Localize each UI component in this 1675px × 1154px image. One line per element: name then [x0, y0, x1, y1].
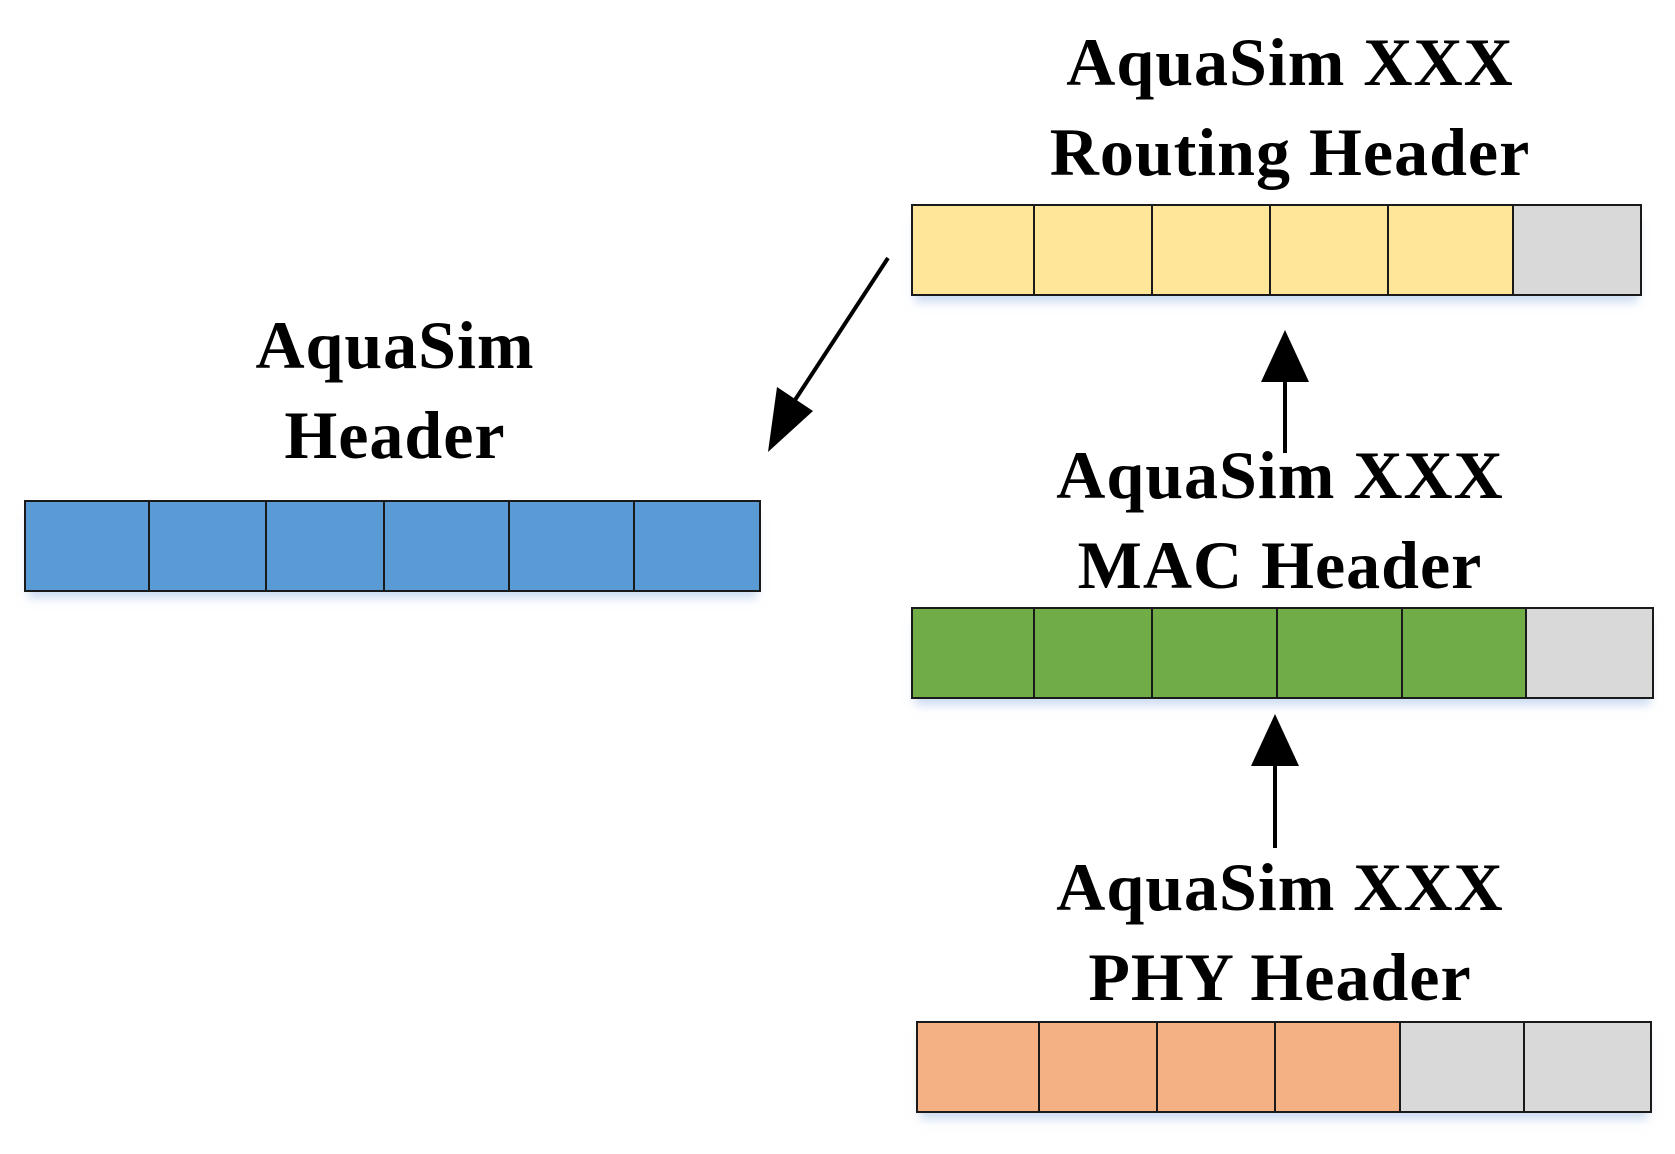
aquasim-header-field-6 [635, 502, 759, 590]
routing-header-field-2 [1035, 206, 1153, 294]
mac-header-field-3 [1153, 609, 1278, 697]
mac-header-field-1 [913, 609, 1035, 697]
mac-header-label-line1: AquaSim XXX [1056, 437, 1504, 513]
routing-header-field-5 [1389, 206, 1514, 294]
routing-header-field-1 [913, 206, 1035, 294]
aquasim-header-label-line2: Header [284, 397, 506, 473]
routing-header-bar [911, 204, 1642, 296]
arrow-routing-to-aquasim [768, 256, 890, 452]
mac-header-label-line2: MAC Header [1077, 527, 1483, 603]
phy-header-label-line2: PHY Header [1088, 939, 1472, 1015]
aquasim-header-bar [24, 500, 761, 592]
phy-header-field-3 [1158, 1023, 1276, 1111]
phy-header-label-line1: AquaSim XXX [1056, 849, 1504, 925]
routing-header-label-line2: Routing Header [1049, 114, 1531, 190]
aquasim-header-field-3 [267, 502, 386, 590]
aquasim-header-field-4 [385, 502, 510, 590]
mac-header-bar [911, 607, 1654, 699]
aquasim-header-field-5 [509, 502, 636, 590]
phy-header-field-4 [1276, 1023, 1401, 1111]
phy-header-field-5 [1401, 1023, 1525, 1111]
aquasim-header-label: AquaSim Header [195, 300, 595, 480]
routing-header-field-3 [1153, 206, 1271, 294]
phy-header-bar [916, 1021, 1652, 1113]
mac-header-label: AquaSim XXX MAC Header [950, 430, 1610, 610]
phy-header-field-1 [918, 1023, 1040, 1111]
phy-header-label: AquaSim XXX PHY Header [950, 842, 1610, 1022]
mac-header-field-6 [1527, 609, 1652, 697]
aquasim-header-field-2 [149, 502, 268, 590]
arrow-phy-to-mac [1251, 714, 1299, 848]
aquasim-header-field-1 [26, 502, 150, 590]
routing-header-label-line1: AquaSim XXX [1066, 24, 1514, 100]
mac-header-field-4 [1278, 609, 1403, 697]
routing-header-field-6 [1514, 206, 1640, 294]
mac-header-field-5 [1403, 609, 1527, 697]
aquasim-header-label-line1: AquaSim [255, 307, 535, 383]
phy-header-field-2 [1040, 1023, 1158, 1111]
mac-header-field-2 [1035, 609, 1153, 697]
phy-header-field-6 [1525, 1023, 1650, 1111]
routing-header-field-4 [1271, 206, 1389, 294]
routing-header-label: AquaSim XXX Routing Header [960, 17, 1620, 197]
